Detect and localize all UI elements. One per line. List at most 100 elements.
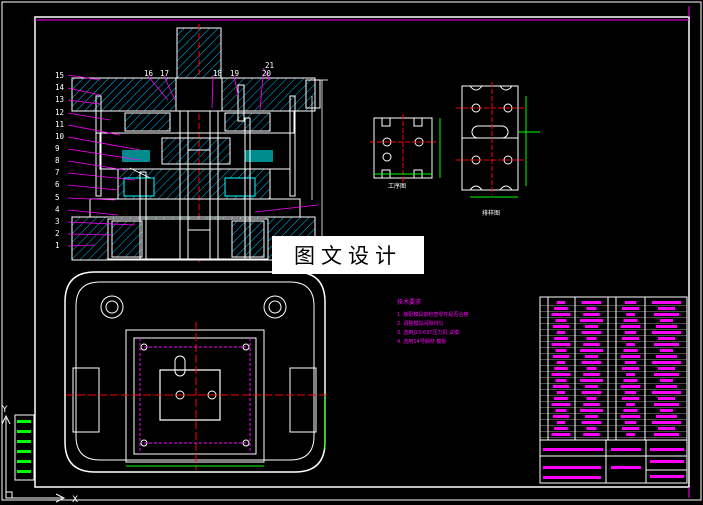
- guide-pillar-left: [95, 95, 102, 197]
- table-cell-mark: [552, 325, 570, 328]
- part-number: 20: [262, 69, 272, 78]
- part-number: 11: [55, 120, 64, 129]
- table-cell-mark: [623, 379, 638, 382]
- table-cell-mark: [623, 319, 638, 322]
- part-number: 21: [265, 61, 274, 70]
- table-cell-mark: [580, 319, 603, 322]
- table-cell-mark: [581, 421, 602, 424]
- workpiece-outline: [373, 117, 433, 179]
- workpiece-view: 工序图: [370, 114, 441, 190]
- part-number: 4: [55, 205, 60, 214]
- table-cell-mark: [660, 409, 673, 412]
- table-cell-mark: [657, 367, 676, 370]
- table-cell-mark: [552, 355, 570, 358]
- table-cell-mark: [626, 433, 635, 436]
- table-cell-mark: [551, 373, 571, 376]
- table-cell-mark: [555, 409, 567, 412]
- part-number: 19: [230, 69, 239, 78]
- tech-req-item: 1. 装配模具前检查零件是否合格: [397, 311, 468, 318]
- table-cell-mark: [653, 433, 680, 436]
- table-cell-mark: [624, 301, 637, 304]
- table-cell-mark: [653, 373, 680, 376]
- table-cell-mark: [655, 325, 678, 328]
- table-cell-mark: [626, 313, 635, 316]
- guide-bushing-hole: [100, 295, 124, 319]
- part-number: 6: [55, 180, 60, 189]
- table-cell-mark: [651, 391, 682, 394]
- table-cell-mark: [657, 397, 676, 400]
- table-cell-mark: [626, 403, 635, 406]
- table-cell-mark: [584, 415, 599, 418]
- table-cell-mark: [583, 313, 600, 316]
- table-cell-mark: [551, 313, 571, 316]
- table-cell-mark: [554, 307, 568, 310]
- die-cavity: [159, 369, 221, 421]
- part-number: 14: [55, 83, 65, 92]
- table-cell-mark: [583, 343, 600, 346]
- table-cell-mark: [554, 427, 568, 430]
- lower-backing-plate: [89, 198, 301, 218]
- table-cell-mark: [556, 421, 566, 424]
- tech-req-item: 2. 调整模具间隙均匀: [397, 320, 443, 327]
- table-cell-mark: [554, 337, 568, 340]
- tech-req-item: 4. 选用14号钢材 模板: [397, 338, 446, 345]
- table-cell-mark: [580, 349, 603, 352]
- drawing-frame: [34, 16, 690, 488]
- table-cell-mark: [620, 355, 641, 358]
- part-number: 13: [55, 95, 64, 104]
- table-cell-mark: [657, 307, 676, 310]
- table-cell-mark: [622, 307, 639, 310]
- title-block-mark: [650, 475, 684, 478]
- part-number: 9: [55, 144, 60, 153]
- table-cell-mark: [626, 373, 635, 376]
- table-cell-mark: [657, 337, 676, 340]
- table-cell-mark: [655, 415, 678, 418]
- table-cell-mark: [624, 331, 637, 334]
- part-leader-lines: [67, 67, 271, 247]
- title-block-frame: [539, 296, 688, 484]
- table-cell-mark: [584, 385, 599, 388]
- part-number: 17: [160, 69, 169, 78]
- workpiece-label: 工序图: [388, 182, 406, 190]
- part-number: 15: [55, 71, 64, 80]
- part-number-column: 15 14 13 12 11 10 9 8 7 6 5 4 3 2 1: [55, 71, 65, 250]
- table-cell-mark: [651, 361, 682, 364]
- y-axis-label: Y: [1, 405, 8, 415]
- title-block-mark: [650, 460, 684, 463]
- table-cell-mark: [552, 415, 570, 418]
- title-block-mark: [543, 466, 601, 469]
- x-axis-label: X: [72, 495, 78, 505]
- table-cell-mark: [555, 379, 567, 382]
- table-cell-mark: [583, 403, 600, 406]
- part-number: 12: [55, 108, 64, 117]
- table-cell-mark: [583, 373, 600, 376]
- table-cell-mark: [660, 379, 673, 382]
- part-number: 18: [213, 69, 223, 78]
- table-cell-mark: [586, 307, 597, 310]
- part-number: 2: [55, 229, 60, 238]
- table-cell-mark: [555, 349, 567, 352]
- table-cell-mark: [623, 349, 638, 352]
- table-cell-mark: [653, 343, 680, 346]
- die-plate-outline: [125, 329, 265, 463]
- table-cell-mark: [623, 409, 638, 412]
- strip-layout-label: 排样图: [482, 209, 500, 217]
- title-block-mark: [543, 448, 603, 451]
- part-number: 7: [55, 168, 60, 177]
- table-cell-mark: [552, 385, 570, 388]
- table-cell-mark: [622, 337, 639, 340]
- table-cell-mark: [584, 355, 599, 358]
- part-number: 8: [55, 156, 60, 165]
- table-cell-mark: [620, 385, 641, 388]
- part-number: 10: [55, 132, 65, 141]
- table-cell-mark: [555, 319, 567, 322]
- table-cell-mark: [620, 325, 641, 328]
- plan-view: [64, 271, 330, 473]
- tech-req-item: 3. 选用J23-63T压力机 试模: [397, 329, 459, 336]
- table-cell-mark: [554, 367, 568, 370]
- tech-req-title: 技术要求: [397, 298, 421, 306]
- table-cell-mark: [551, 433, 571, 436]
- table-cell-mark: [586, 397, 597, 400]
- part-number: 5: [55, 193, 60, 202]
